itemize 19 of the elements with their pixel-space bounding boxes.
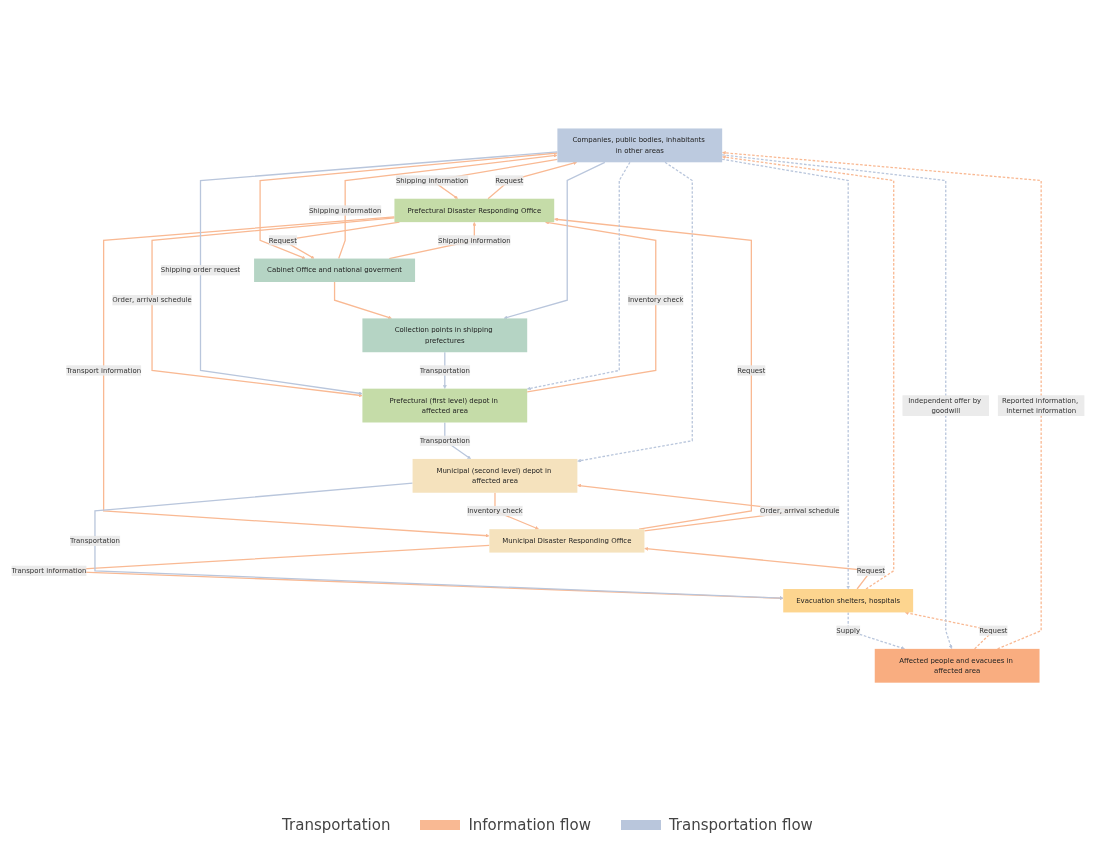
arrow bbox=[150, 217, 395, 398]
arrow bbox=[553, 217, 752, 531]
legend-label: Transportation flow bbox=[668, 816, 813, 834]
arrow bbox=[847, 612, 905, 651]
arrow bbox=[199, 151, 558, 396]
arrow bbox=[93, 482, 783, 601]
arrow bbox=[721, 154, 952, 650]
arrow bbox=[721, 155, 894, 591]
arrow bbox=[486, 161, 577, 200]
arrow bbox=[526, 162, 631, 391]
arrow bbox=[576, 162, 693, 463]
arrow bbox=[721, 151, 1042, 650]
note-text: Transportation bbox=[282, 816, 391, 834]
arrow bbox=[503, 162, 605, 320]
arrow bbox=[333, 281, 392, 320]
arrow bbox=[526, 221, 656, 393]
arrow bbox=[721, 159, 850, 590]
arrow bbox=[102, 216, 489, 538]
legend-label: Information flow bbox=[468, 816, 591, 834]
